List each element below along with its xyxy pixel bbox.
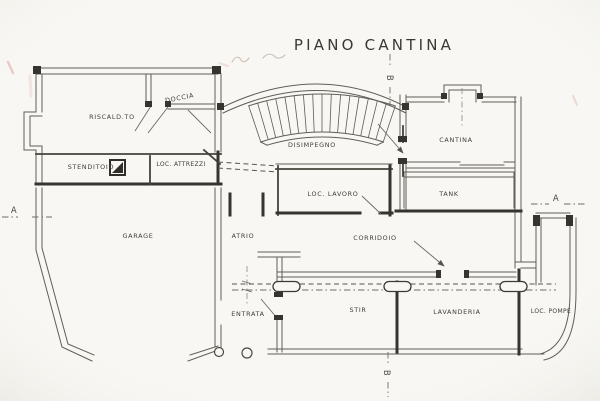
entrata-step-ticks <box>241 280 253 293</box>
room-label-disimpegno: DISIMPEGNO <box>288 141 336 149</box>
shower-fixture <box>109 159 126 176</box>
stair-treads <box>248 94 396 143</box>
arrow-to-lavanderia-door <box>413 240 445 267</box>
scan-artifacts <box>6 60 578 106</box>
drawing-title: PIANO CANTINA <box>294 36 454 54</box>
room-label-riscaldato: RISCALD.TO <box>89 113 135 121</box>
column-pill-3 <box>499 280 528 293</box>
room-label-lavanderia: LAVANDERIA <box>433 308 480 316</box>
column-round-2 <box>241 347 253 359</box>
room-label-loc-pompe: LOC. POMPE <box>531 308 571 315</box>
column-pill-1 <box>272 280 301 293</box>
room-label-stir: STIR <box>349 306 366 314</box>
section-marker-b-top: B <box>384 75 394 81</box>
section-marker-b-bottom: B <box>381 370 391 376</box>
section-marker-a-left: A <box>11 206 17 216</box>
room-label-atrio: ATRIO <box>232 232 255 240</box>
section-marker-a-right: A <box>553 194 559 204</box>
room-labels: RISCALD.TO DOCCIA STENDITOIO LOC. ATTREZ… <box>68 91 571 318</box>
room-label-garage: GARAGE <box>123 232 154 240</box>
door-swings <box>134 105 445 319</box>
room-label-corridoio: CORRIDOIO <box>353 234 396 242</box>
column-pill-2 <box>383 280 412 293</box>
curved-stair <box>248 93 396 146</box>
room-label-tank: TANK <box>438 190 459 198</box>
arrow-to-cantina-door <box>377 123 404 154</box>
room-label-entrata: ENTRATA <box>231 310 264 318</box>
room-label-loc-lavoro: LOC. LAVORO <box>307 190 358 198</box>
columns <box>213 280 528 359</box>
section-markers: A A B B <box>2 54 585 397</box>
wall-jambs <box>33 66 573 320</box>
walls-thin <box>23 67 577 362</box>
column-round-1 <box>213 346 225 358</box>
room-label-stenditoio: STENDITOIO <box>68 163 114 171</box>
room-label-loc-attrezzi: LOC. ATTREZZI <box>156 161 205 168</box>
room-label-cantina: CANTINA <box>439 136 472 144</box>
handwritten-annotation <box>231 53 286 63</box>
